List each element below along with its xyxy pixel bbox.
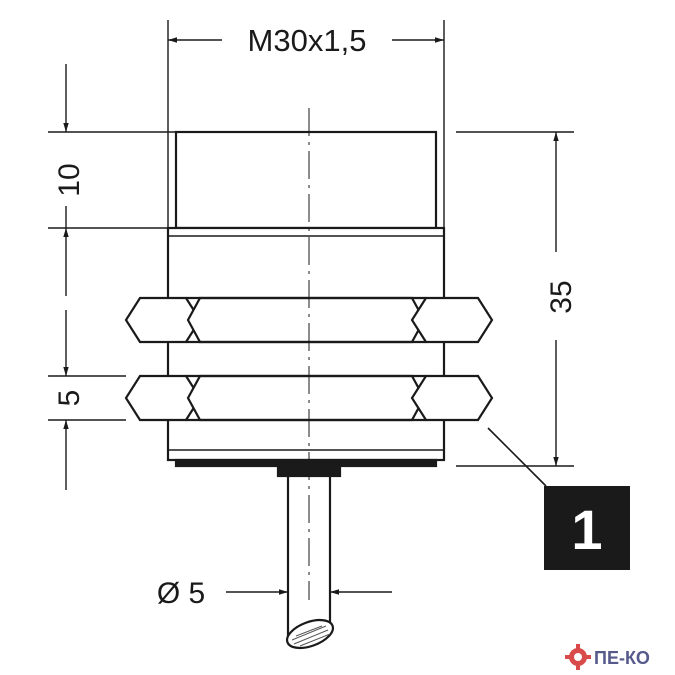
dim-nut-height-label: 5	[53, 390, 86, 407]
dim-body-length	[456, 131, 574, 467]
cable-cut-end	[285, 618, 335, 650]
hex-nut-upper	[124, 296, 494, 344]
dim-body-length-label: 35	[545, 280, 578, 313]
dim-thread-label: M30x1,5	[248, 23, 367, 58]
dim-front-length-label: 10	[53, 163, 86, 196]
gear-icon	[565, 644, 591, 670]
threaded-housing	[166, 226, 446, 462]
dim-cable-diameter	[226, 572, 392, 610]
dim-cable-diameter-label: Ø 5	[157, 577, 205, 610]
logo: ПЕ-КО	[565, 644, 650, 670]
hex-nut-lower	[124, 374, 494, 422]
logo-text: ПЕ-КО	[594, 648, 650, 668]
callout-leader	[487, 427, 547, 487]
sensor-face	[174, 130, 438, 230]
callout-box	[544, 486, 630, 570]
dim-thread	[167, 20, 445, 228]
sensor-body	[166, 130, 446, 468]
callout-number: 1	[571, 498, 602, 561]
